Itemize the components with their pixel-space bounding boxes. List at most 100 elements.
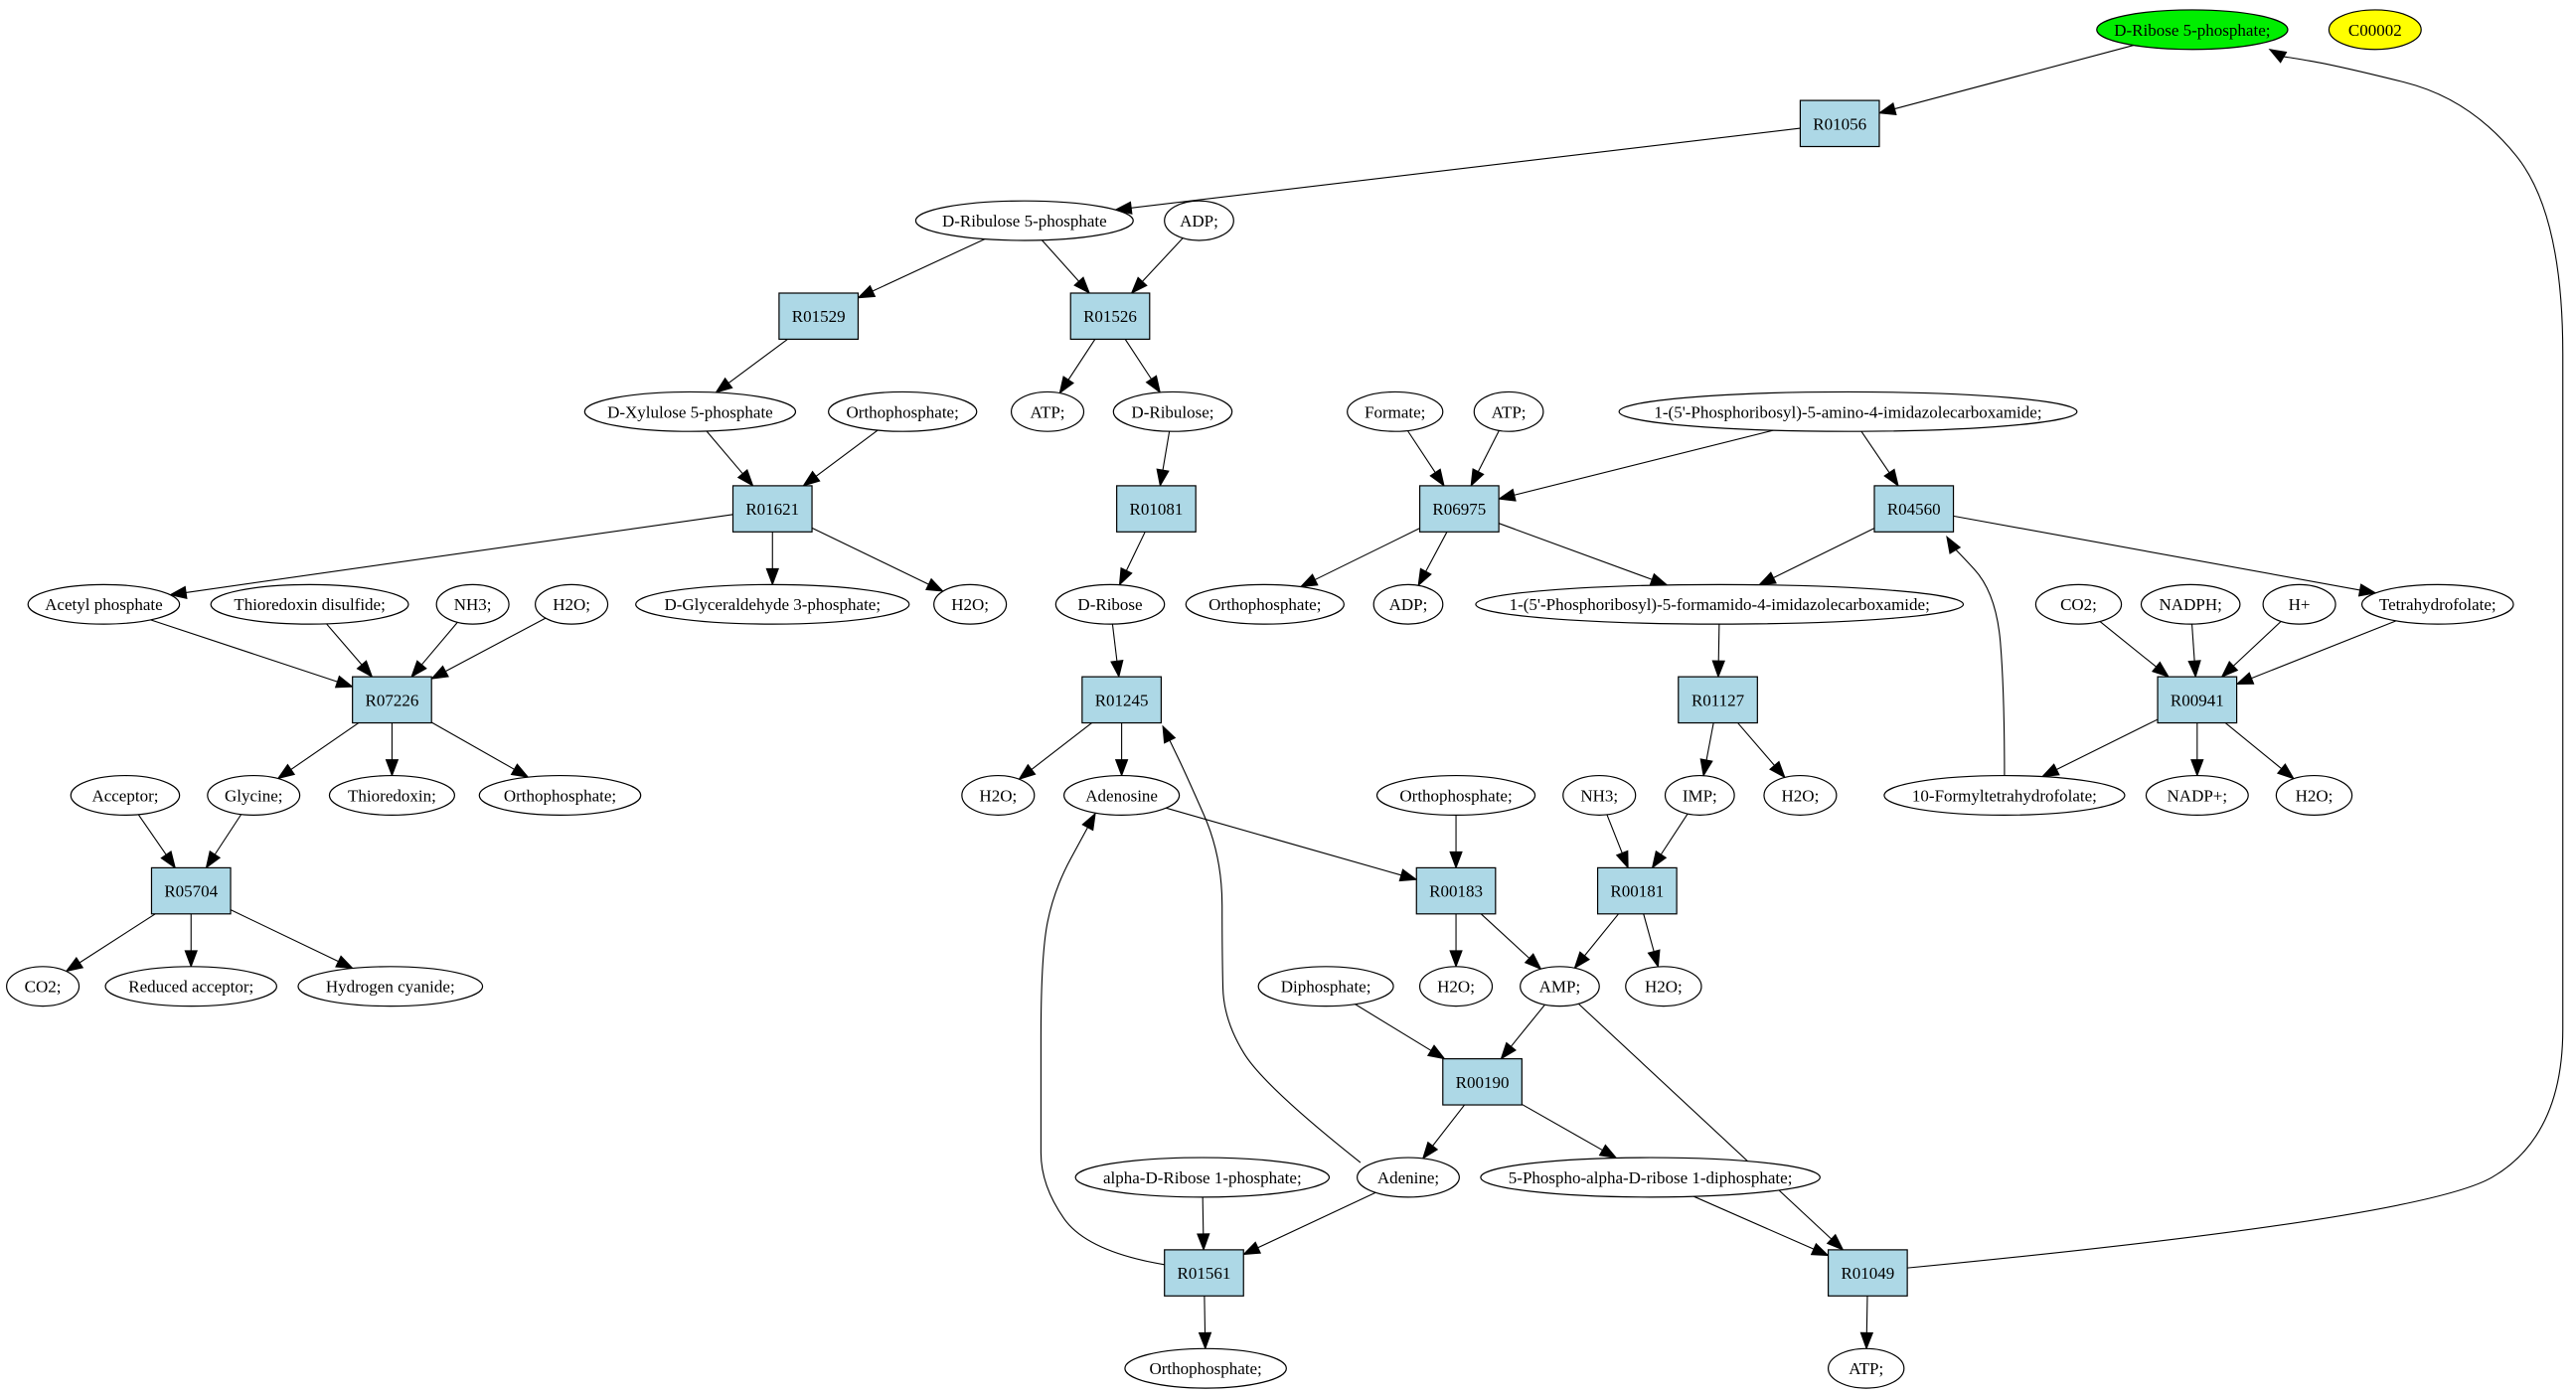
reaction-box (1415, 866, 1497, 915)
node-label: NADPH; (2160, 595, 2222, 614)
edge-r01049-to-atp3 (1865, 1296, 1868, 1333)
edge-r01127-to-h2od (1737, 722, 1775, 766)
node-label: Glycine; (225, 786, 283, 805)
compound-node-h2og: H2O; (1625, 966, 1702, 1007)
node-label: Formate; (1365, 402, 1425, 421)
edge-r01245-to-adenosine-arrowhead (1114, 759, 1129, 778)
edge-adenosine-to-r00183-arrowhead (1398, 868, 1418, 882)
compound-ellipse (1763, 774, 1838, 816)
compound-ellipse (1347, 390, 1444, 432)
reaction-node-r00183: R00183 (1415, 866, 1497, 915)
node-label: ATP; (1031, 402, 1065, 421)
edge-h2oa-to-r07226 (445, 617, 547, 673)
node-label: CO2; (2060, 595, 2097, 614)
node-label: H2O; (2296, 786, 2334, 805)
node-label: H2O; (1437, 978, 1475, 997)
edge-hplus-to-r00941-arrowhead (2220, 660, 2239, 679)
edge-r06975-to-adp2 (1425, 532, 1448, 572)
compound-ellipse (1375, 774, 1536, 816)
compound-ellipse (1124, 1347, 1287, 1389)
compound-node-prpp: 5-Phospho-alpha-D-ribose 1-diphosphate; (1480, 1157, 1821, 1198)
edge-nadph-to-r00941-arrowhead (2187, 660, 2201, 679)
compound-node-dribose: D-Ribose (1054, 583, 1166, 625)
reaction-box (1873, 485, 1955, 533)
edge-h2oa-to-r07226-arrowhead (429, 665, 449, 680)
reaction-box (1596, 866, 1678, 915)
node-label: NH3; (454, 595, 492, 614)
node-label: CO2; (25, 978, 62, 997)
compound-node-h2oa: H2O; (535, 583, 609, 625)
node-label: D-Glyceraldehyde 3-phosphate; (664, 595, 881, 614)
edge-formylthf-to-r04560-arrowhead (1946, 536, 1962, 554)
edge-r04560-to-thf-arrowhead (2357, 583, 2377, 597)
compound-node-hplus: H+ (2262, 583, 2336, 625)
reaction-box (1164, 1249, 1244, 1297)
node-label: alpha-D-Ribose 1-phosphate; (1103, 1168, 1302, 1187)
compound-ellipse (1625, 966, 1702, 1007)
node-label: Orthophosphate; (504, 786, 616, 805)
reaction-node-r00181: R00181 (1596, 866, 1678, 915)
compound-ellipse (1257, 966, 1394, 1007)
node-label: R01056 (1813, 114, 1866, 133)
node-label: R00181 (1610, 882, 1664, 901)
compound-node-ar1p: alpha-D-Ribose 1-phosphate; (1074, 1157, 1331, 1198)
node-label: H2O; (1645, 978, 1683, 997)
edge-r00190-to-prpp (1522, 1103, 1603, 1152)
compound-node-formate: Formate; (1347, 390, 1444, 432)
edge-atp2-to-r06975 (1477, 430, 1500, 472)
edge-formate-to-r06975-arrowhead (1429, 468, 1445, 488)
edge-r07226-to-orthophosphate3 (430, 721, 515, 770)
edge-r05704-to-co2b-arrowhead (65, 956, 84, 973)
compound-ellipse (2096, 9, 2289, 51)
compound-node-thf: Tetrahydrofolate; (2360, 583, 2514, 625)
compound-ellipse (478, 774, 642, 816)
node-label: R01127 (1691, 691, 1745, 709)
edge-r00183-to-amp (1480, 913, 1530, 959)
reaction-box (2157, 676, 2238, 724)
reaction-node-r01529: R01529 (778, 292, 860, 341)
edge-xylulose5p-to-r01621 (706, 430, 743, 475)
compound-ellipse (1418, 966, 1494, 1007)
edge-thf-to-r00941-arrowhead (2235, 672, 2255, 686)
compound-ellipse (2140, 583, 2241, 625)
edge-orthophosphate4-to-r00183-arrowhead (1449, 851, 1463, 869)
reaction-node-r01245: R01245 (1081, 676, 1162, 724)
edge-r01561-to-orthophosphate5-arrowhead (1198, 1331, 1212, 1350)
reaction-node-r01081: R01081 (1116, 485, 1197, 533)
compound-ellipse (1480, 1157, 1821, 1198)
compound-node-xylulose5p: D-Xylulose 5-phosphate (583, 390, 797, 432)
compound-ellipse (933, 583, 1008, 625)
node-label: R01529 (792, 307, 846, 326)
compound-node-acceptor: Acceptor; (70, 774, 181, 816)
reaction-box (1678, 676, 1758, 724)
node-label: ATP; (1849, 1359, 1883, 1378)
edge-r00183-to-amp-arrowhead (1524, 953, 1542, 971)
compound-node-aicar: 1-(5'-Phosphoribosyl)-5-amino-4-imidazol… (1618, 390, 2078, 432)
edge-r01529-to-xylulose5p (727, 338, 788, 384)
compound-node-nh3a: NH3; (435, 583, 510, 625)
edge-acetylphosphate-to-r07226-arrowhead (334, 675, 355, 689)
compound-node-atp2: ATP; (1473, 390, 1544, 432)
compound-ellipse (1618, 390, 2078, 432)
compound-ellipse (104, 966, 278, 1007)
reaction-node-r00941: R00941 (2157, 676, 2238, 724)
compound-ellipse (535, 583, 609, 625)
edge-adp1-to-r01526 (1142, 237, 1184, 282)
edge-r00181-to-amp (1584, 913, 1619, 957)
edge-r04560-to-faicar-arrowhead (1757, 571, 1777, 586)
edge-r01561-to-adenosine-arrowhead (1081, 812, 1096, 832)
edge-r01526-to-dribulose (1124, 339, 1152, 380)
edge-r01081-to-dribose (1125, 532, 1146, 571)
compound-ellipse (1164, 200, 1234, 241)
edge-r01621-to-acetylphosphate-arrowhead (168, 585, 188, 599)
edge-dribose-to-r01245-arrowhead (1110, 659, 1124, 679)
reaction-node-r01056: R01056 (1799, 99, 1880, 148)
edge-ribulose5p-to-r01529-arrowhead (857, 284, 877, 299)
node-label: AMP; (1539, 978, 1581, 997)
compound-ellipse (583, 390, 797, 432)
compound-ellipse (1827, 1347, 1905, 1389)
compound-ellipse (2034, 583, 2123, 625)
edge-amp-to-r01049 (1577, 1003, 1833, 1240)
reaction-box (1081, 676, 1162, 724)
edge-r07226-to-thioredoxin-arrowhead (385, 759, 400, 778)
